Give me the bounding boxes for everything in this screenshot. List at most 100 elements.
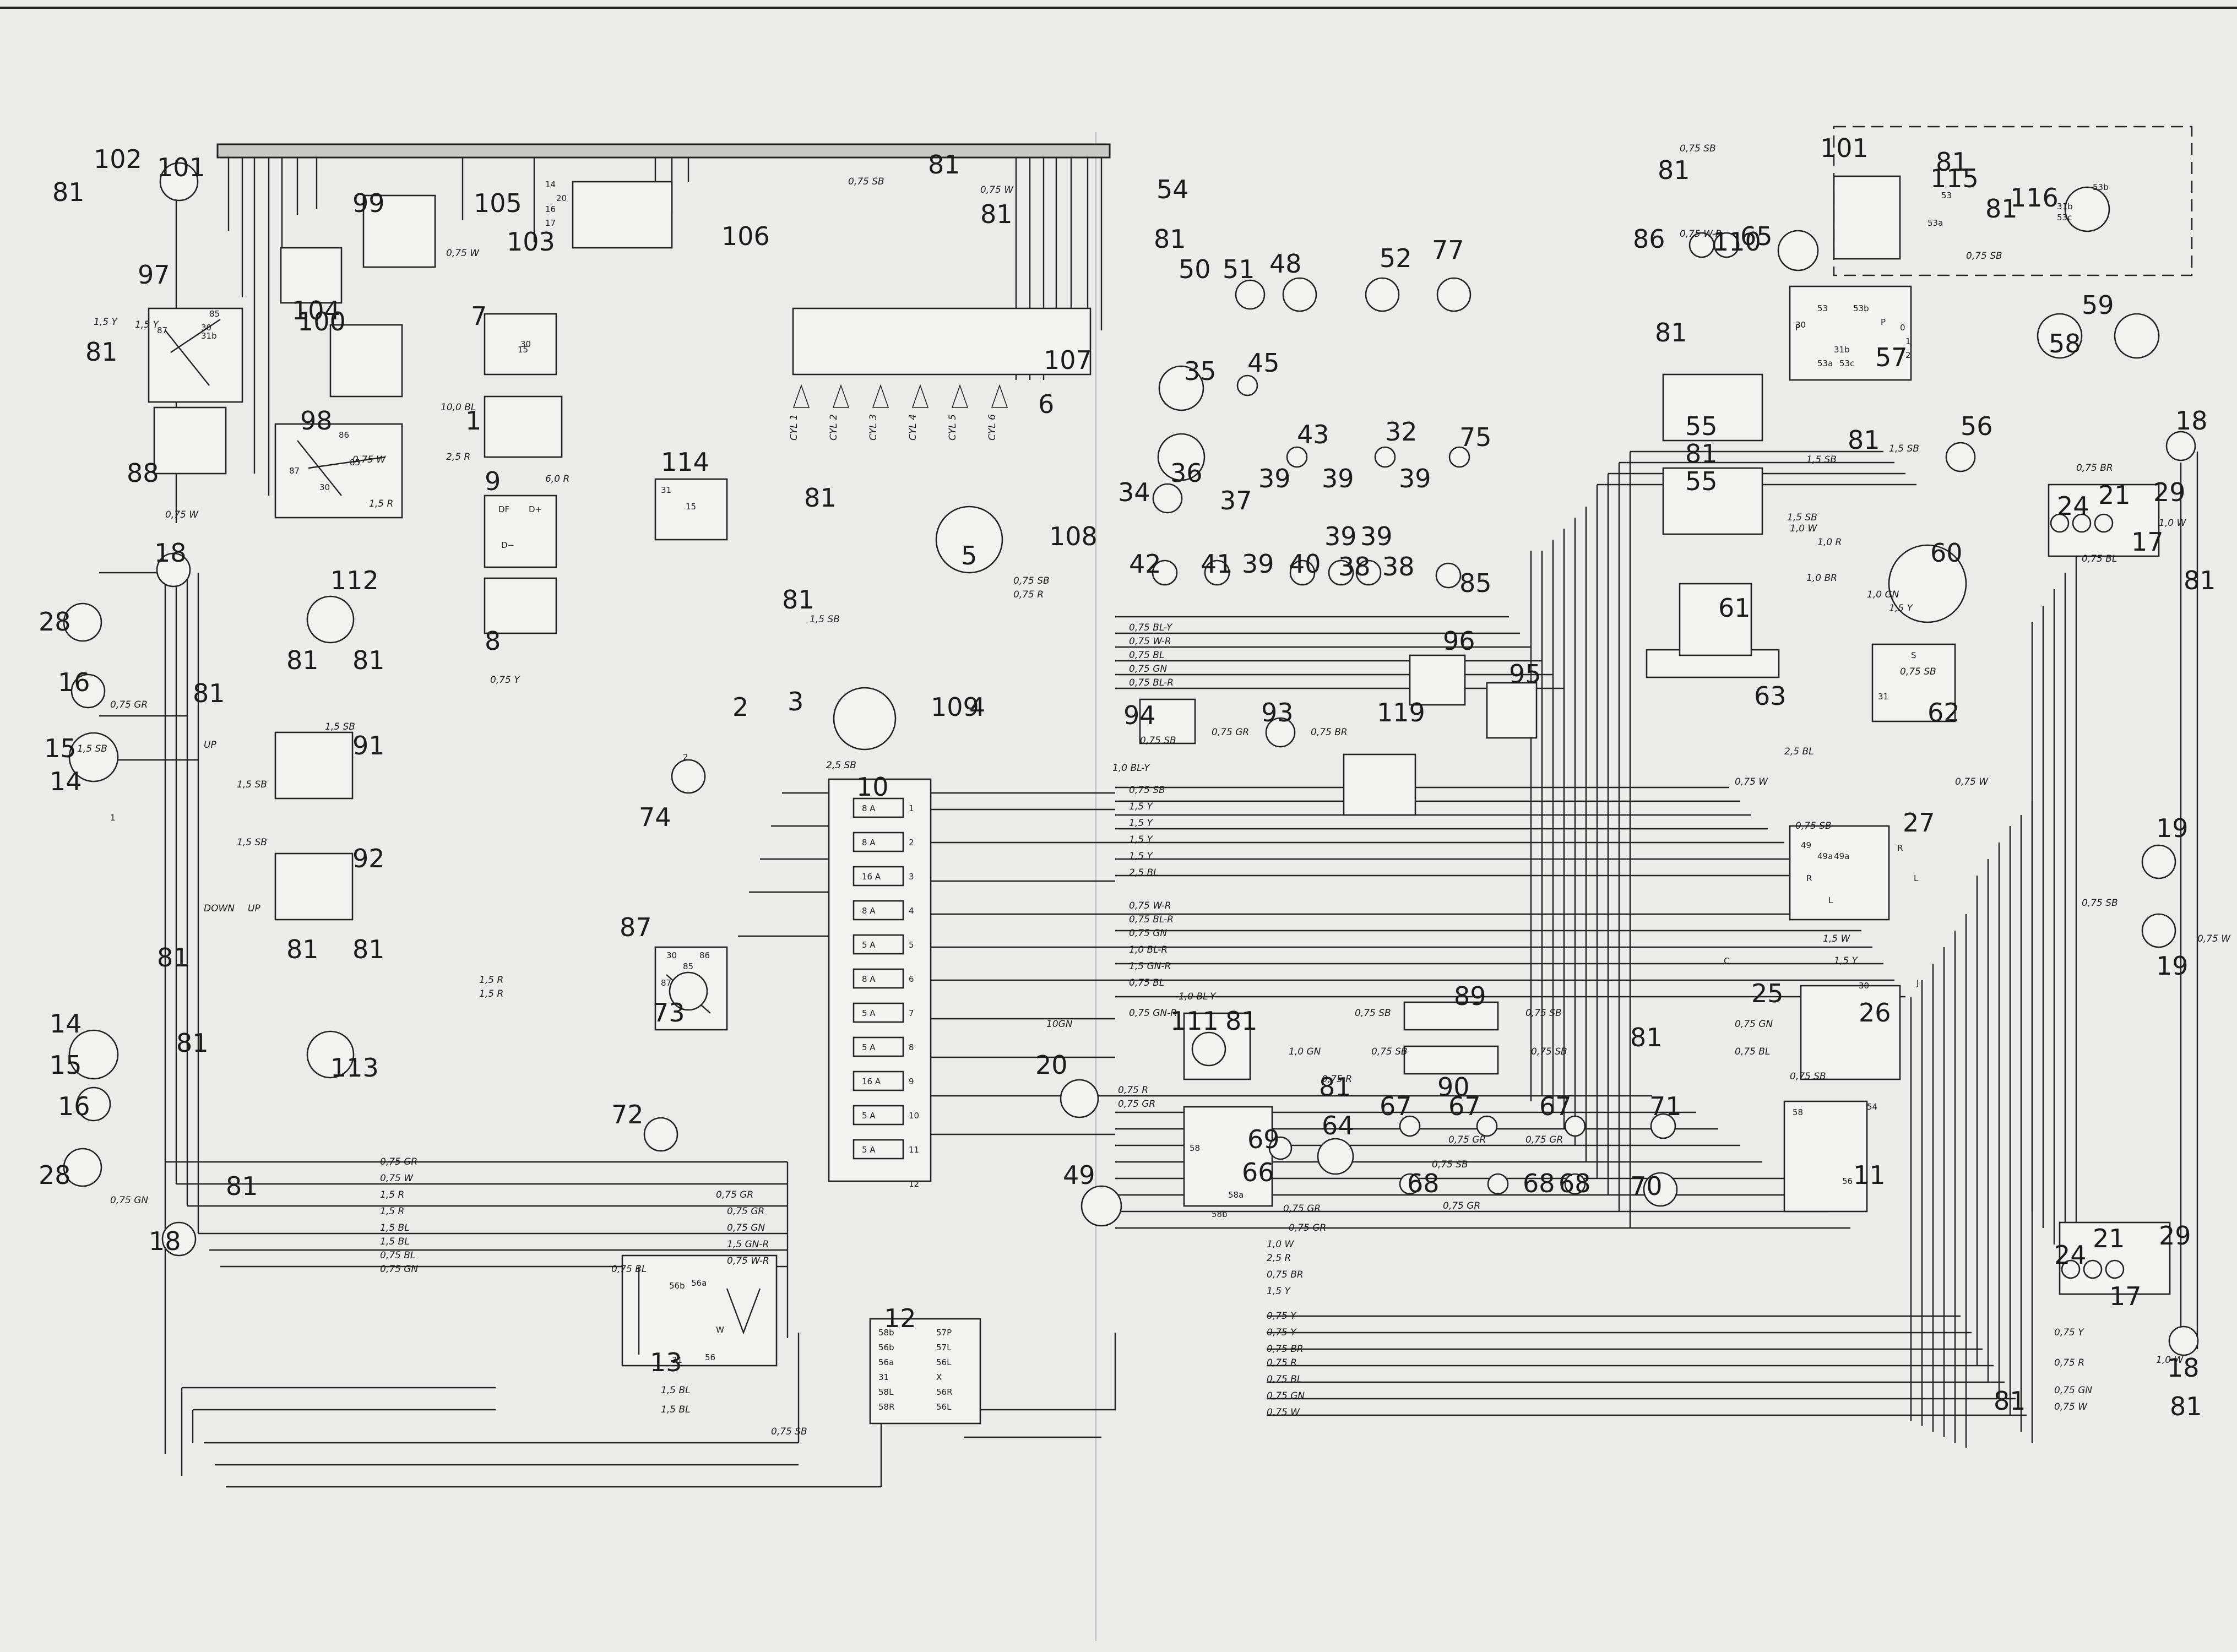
terminal-t31-38: 31 (1878, 692, 1888, 702)
wire-label-w075w-62: 0,75 W (1267, 1407, 1300, 1418)
wire-label-w075bl-73: 0,75 BL (380, 1250, 415, 1261)
wire-label-w15y-104: 1,5 Y (1889, 603, 1913, 614)
fuse-rating-11: 5 A (862, 1145, 876, 1155)
conn12-right-pin-5: 56R (936, 1387, 953, 1397)
motor-112 (306, 595, 355, 644)
fuse-rating-10: 5 A (862, 1111, 876, 1121)
fuse-rating-5: 5 A (862, 940, 876, 950)
cylinder-label-6: CYL 6 (987, 414, 998, 441)
terminal-t30-15: 30 (666, 950, 677, 960)
fuse-4 (853, 900, 904, 921)
component-number-104: 104 (292, 296, 340, 325)
wire-label-w6r-9: 6,0 R (545, 474, 569, 485)
distributor-5 (935, 506, 1003, 574)
wire-label-w075w-4: 0,75 W (352, 454, 386, 465)
rear-bulb-4 (2061, 1259, 2081, 1279)
terminal-t56a-41: 56a (691, 1278, 707, 1288)
horn-relay-11 (1783, 1100, 1868, 1213)
wire-label-w075gnr-37: 0,75 GN-R (1129, 1008, 1177, 1019)
component-number-66: 66 (1242, 1158, 1274, 1187)
motor-58 (2037, 313, 2083, 359)
lamp-38a (1355, 559, 1382, 586)
wire-label-w10bly-22: 1,0 BL-Y (1112, 763, 1150, 774)
switch-91 (274, 731, 354, 800)
lamp-68b (1487, 1173, 1509, 1195)
rear-bulb-1 (2050, 513, 2070, 533)
component-number-18: 18 (2167, 1353, 2200, 1383)
wire-label-w15bl-81: 1,5 BL (661, 1385, 691, 1396)
component-number-81: 81 (1658, 155, 1690, 185)
fuse-number-6: 6 (909, 974, 914, 984)
terminal-t58-39: 58 (1793, 1107, 1803, 1117)
component-number-11: 11 (1853, 1160, 1886, 1190)
terminal-t56b-42: 56b (669, 1281, 685, 1291)
wire-label-w075r-44: 0,75 R (1118, 1085, 1148, 1096)
component-number-81: 81 (352, 645, 385, 675)
component-number-18: 18 (154, 538, 187, 568)
component-number-87: 87 (620, 912, 652, 942)
switch-74 (671, 759, 706, 794)
component-number-85: 85 (1459, 568, 1492, 598)
gauge-111 (1191, 1031, 1226, 1067)
fuse-8 (853, 1036, 904, 1057)
wire-label-w075w-108: 0,75 W (1735, 776, 1768, 787)
terminal-t30-1: 30 (201, 323, 211, 333)
terminal-tDminus-12: D− (501, 540, 514, 550)
component-number-25: 25 (1751, 979, 1784, 1008)
relay-115 (1833, 175, 1901, 260)
terminal-tJ-61: J (1916, 978, 1919, 988)
component-number-81: 81 (1154, 224, 1186, 254)
top-harness-bundle (175, 143, 1111, 523)
component-number-81: 81 (1685, 439, 1718, 469)
terminal-t31-44: 31 (672, 1355, 682, 1365)
fuse-rating-4: 8 A (862, 906, 876, 916)
cylinder-label-2: CYL 2 (828, 414, 839, 441)
component-number-81: 81 (928, 150, 960, 180)
terminal-t56-43: 56 (705, 1352, 715, 1362)
component-95 (1486, 682, 1538, 739)
switch-92-down-label: DOWN (204, 903, 235, 914)
wire-label-w075r-64: 0,75 R (2054, 1357, 2084, 1368)
component-number-68: 68 (1523, 1169, 1555, 1198)
component-number-81: 81 (804, 483, 837, 513)
wire-label-w075gn-74: 0,75 GN (380, 1264, 418, 1275)
terminal-t56-40: 56 (1842, 1176, 1853, 1186)
wire-label-w10w-52: 1,0 W (1267, 1239, 1294, 1250)
terminal-t58b-52: 58b (1212, 1209, 1228, 1219)
wire-label-w075sb-0: 0,75 SB (1680, 143, 1716, 154)
terminal-t15-8: 15 (518, 345, 528, 355)
motor-113 (306, 1030, 355, 1079)
terminal-t87-6: 87 (289, 466, 300, 476)
wire-label-w075sb-39: 0,75 SB (1525, 1008, 1562, 1019)
wire-label-w075gn-32: 0,75 GN (1129, 928, 1167, 939)
terminal-tDF-10: DF (498, 504, 509, 514)
wire-label-w075br-54: 0,75 BR (1267, 1269, 1304, 1280)
terminal-t31b-3: 31b (201, 331, 217, 341)
relay-7 (484, 313, 557, 376)
wire-label-w15y-25: 1,5 Y (1129, 801, 1153, 812)
sender-77 (1436, 277, 1472, 312)
rear-bulb-5 (2083, 1259, 2103, 1279)
ignition-3 (833, 687, 897, 751)
component-number-67: 67 (1539, 1091, 1572, 1121)
cylinder-label-3: CYL 3 (868, 414, 879, 441)
component-number-72: 72 (611, 1100, 644, 1129)
wire-label-w075gr-88: 0,75 GR (110, 699, 148, 710)
fuse-number-9: 9 (909, 1077, 914, 1086)
wire-label-w10gn-41: 1,0 GN (1289, 1046, 1321, 1057)
wire-label-w15sb-89: 1,5 SB (237, 779, 267, 790)
wire-label-w10r-101: 1,0 R (1817, 537, 1842, 548)
sender-52 (1365, 277, 1400, 312)
fuse-number-12: 12 (909, 1179, 919, 1189)
spark-plug-5 (951, 384, 969, 408)
component-number-99: 99 (352, 188, 385, 218)
wire-label-w075gr-46: 0,75 GR (1448, 1134, 1486, 1145)
fuse-rating-8: 5 A (862, 1042, 876, 1052)
component-number-14: 14 (50, 767, 82, 796)
horn-55-top (1662, 373, 1763, 442)
component-number-34: 34 (1118, 477, 1150, 507)
wire-label-w075sb-42: 0,75 SB (1371, 1046, 1408, 1057)
wire-label-w15sb-99: 1,5 SB (1787, 512, 1817, 523)
